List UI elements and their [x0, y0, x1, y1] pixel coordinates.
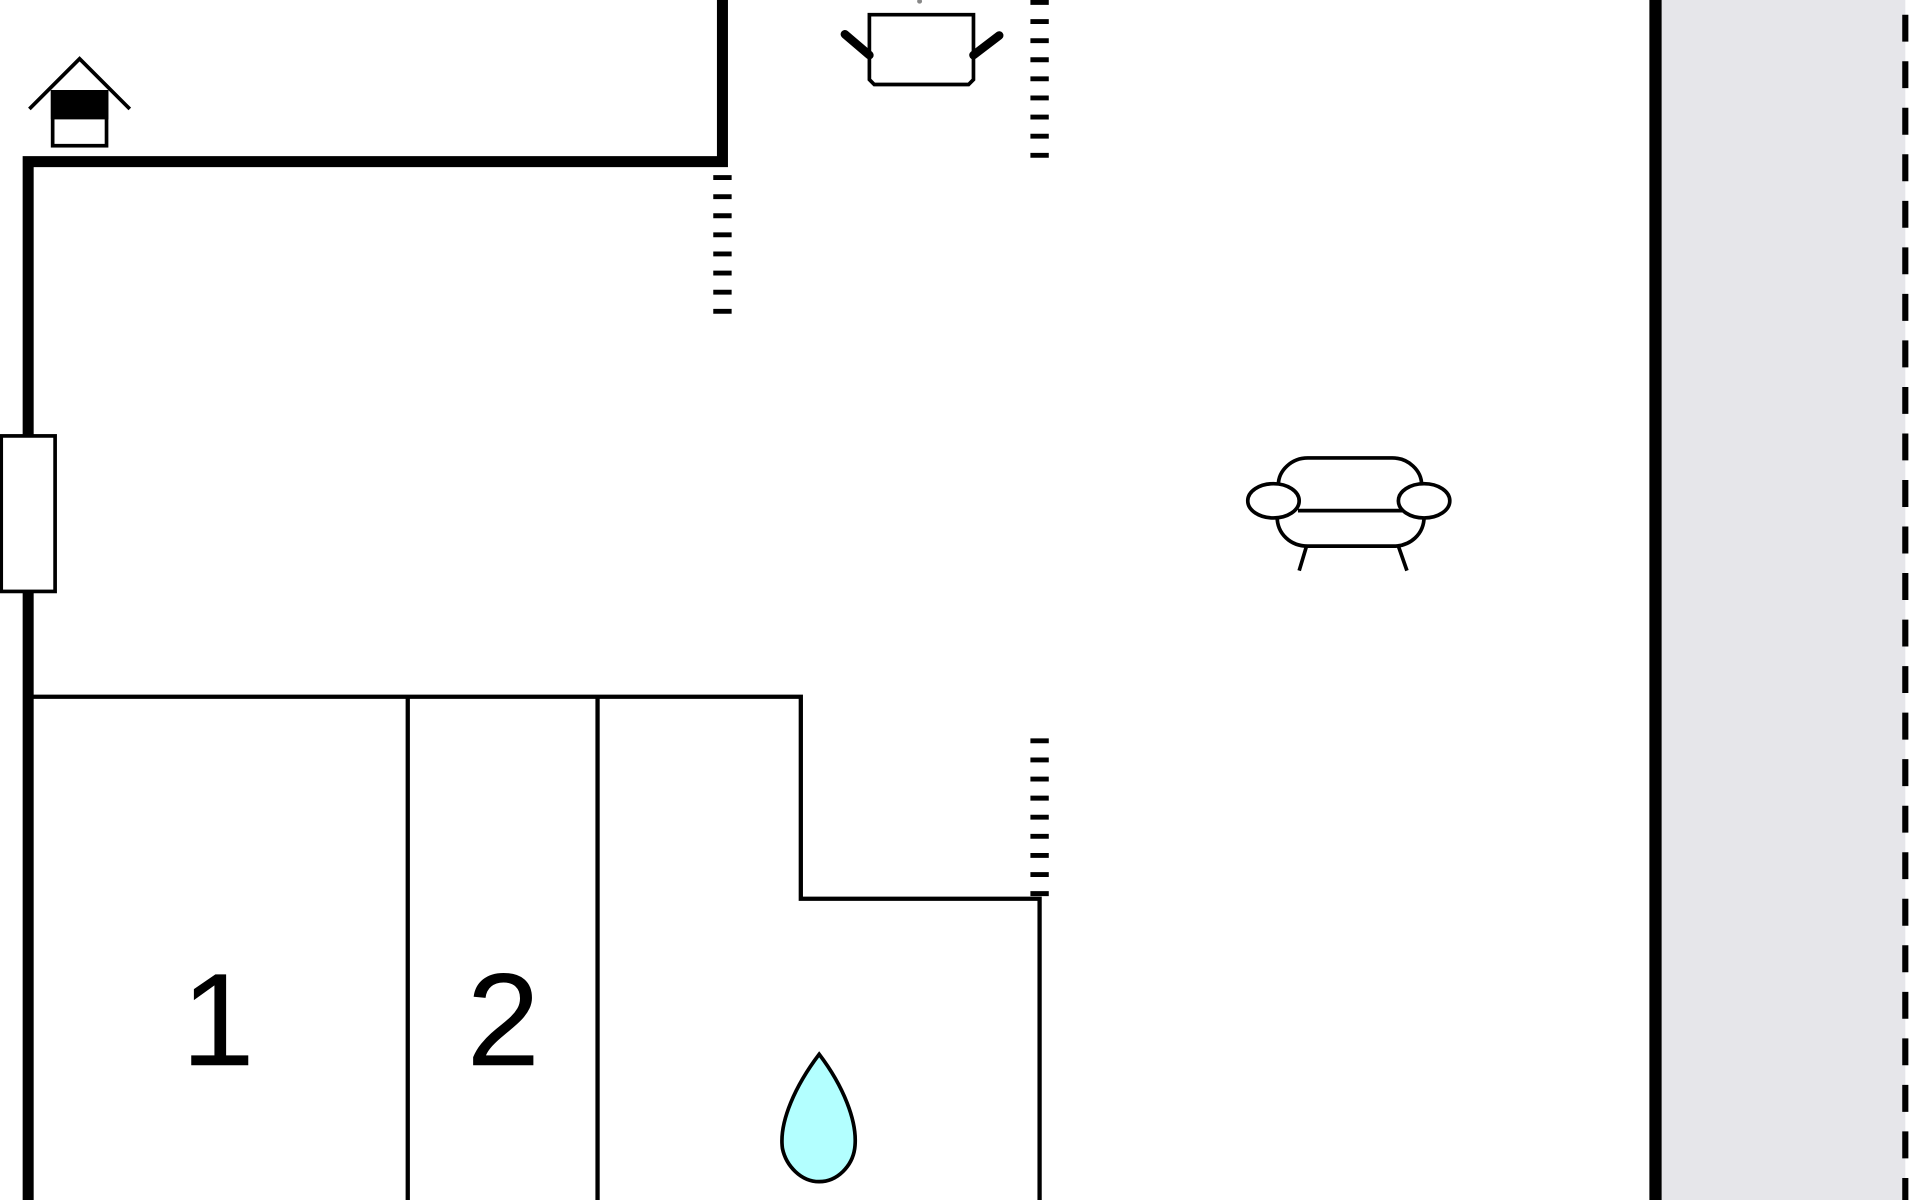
sofa-icon — [1245, 456, 1452, 572]
water-drop-icon — [780, 1051, 858, 1184]
room-label-1: 1 — [181, 946, 255, 1094]
window — [0, 434, 57, 594]
outside-area — [1661, 0, 1906, 1200]
cooking-pot-icon — [840, 0, 1004, 87]
home-icon — [28, 56, 132, 148]
interior-walls — [28, 694, 1042, 1200]
exterior-wall-left — [22, 0, 728, 1200]
room-label-2: 2 — [466, 946, 540, 1094]
